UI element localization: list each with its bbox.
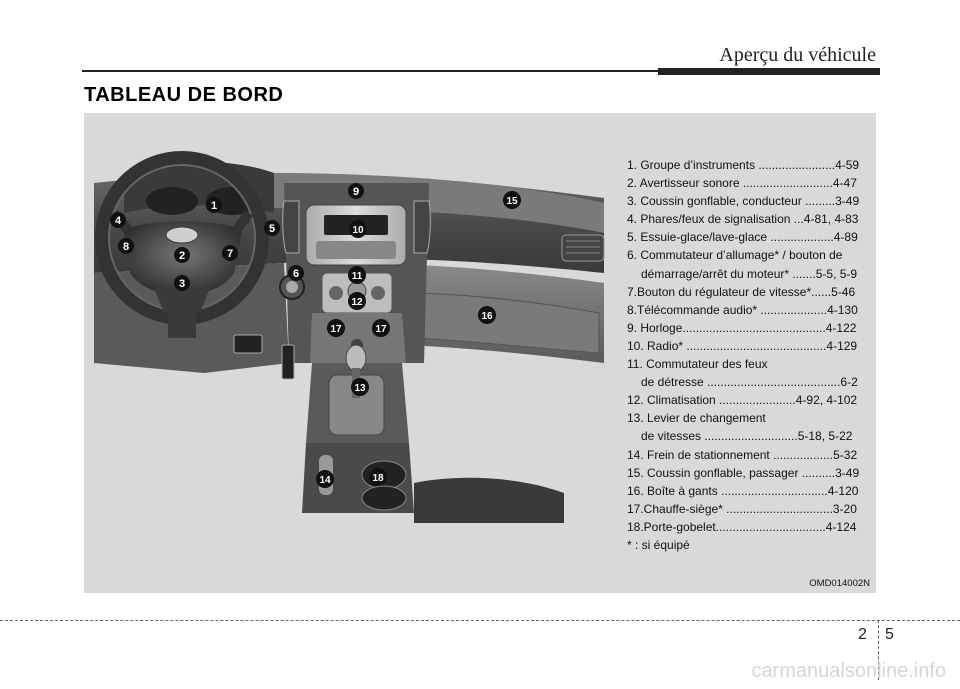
- callout-2: 2: [174, 247, 190, 263]
- legend-item-text: 12. Climatisation ......................…: [627, 393, 858, 408]
- svg-text:4: 4: [115, 215, 122, 227]
- legend-item: 14. Frein de stationnement .............…: [627, 446, 867, 464]
- watermark: carmanualsonline.info: [751, 660, 946, 682]
- svg-text:11: 11: [352, 271, 363, 282]
- legend-item-text: 11. Commutateur des feux: [627, 357, 768, 372]
- header-rule: [82, 70, 658, 72]
- callout-10: 10: [349, 220, 367, 238]
- legend-item-continuation: démarrage/arrêt du moteur* .......5-5, 5…: [641, 266, 858, 281]
- svg-text:3: 3: [179, 278, 185, 290]
- callout-17-left: 17: [327, 319, 345, 337]
- legend-item-text: 2. Avertisseur sonore ..................…: [627, 176, 857, 191]
- section-header-title: Aperçu du véhicule: [719, 44, 876, 66]
- legend-item-text: 18.Porte-gobelet........................…: [627, 519, 857, 534]
- legend-item: 13. Levier de changement de vitesses ....…: [627, 409, 867, 445]
- legend-item-text: 8.Télécommande audio* ..................…: [627, 302, 858, 317]
- svg-text:2: 2: [179, 250, 185, 262]
- svg-text:7: 7: [227, 248, 233, 260]
- legend-item-continuation: de vitesses ............................…: [641, 429, 853, 444]
- svg-text:17: 17: [330, 324, 342, 335]
- callout-17-right: 17: [372, 319, 390, 337]
- callout-4: 4: [110, 212, 126, 228]
- legend-item-text: 13. Levier de changement: [627, 411, 766, 426]
- page-title: TABLEAU DE BORD: [84, 84, 284, 106]
- legend-item: 3. Coussin gonflable, conducteur .......…: [627, 192, 867, 210]
- callout-11: 11: [348, 266, 366, 284]
- svg-text:12: 12: [351, 297, 363, 308]
- callout-13: 13: [351, 378, 369, 396]
- legend-item-continuation: de détresse ............................…: [641, 375, 858, 390]
- callout-9: 9: [348, 183, 364, 199]
- callout-8: 8: [118, 238, 134, 254]
- svg-text:6: 6: [293, 268, 299, 280]
- callout-6: 6: [288, 265, 304, 281]
- legend-item: 15. Coussin gonflable, passager ........…: [627, 464, 867, 482]
- legend-item-text: 14. Frein de stationnement .............…: [627, 447, 858, 462]
- callout-14: 14: [316, 470, 334, 488]
- svg-text:15: 15: [506, 196, 518, 207]
- legend-item-text: 6. Commutateur d’allumage* / bouton de: [627, 248, 843, 263]
- svg-text:8: 8: [123, 241, 129, 253]
- callout-5: 5: [264, 220, 280, 236]
- callout-1: 1: [206, 197, 222, 213]
- callout-15: 15: [503, 191, 521, 209]
- legend-item: 17.Chauffe-siège* ......................…: [627, 500, 867, 518]
- legend-item: 18.Porte-gobelet........................…: [627, 518, 867, 536]
- svg-text:10: 10: [352, 225, 364, 236]
- legend-item: 7.Bouton du régulateur de vitesse*......…: [627, 283, 867, 301]
- legend-item-text: 4. Phares/feux de signalisation ...4-81,…: [627, 212, 859, 227]
- svg-text:9: 9: [353, 186, 359, 198]
- figure-code: OMD014002N: [809, 578, 870, 589]
- svg-text:17: 17: [375, 324, 387, 335]
- legend-item: 12. Climatisation ......................…: [627, 391, 867, 409]
- legend-item: 10. Radio* .............................…: [627, 337, 867, 355]
- svg-text:18: 18: [372, 473, 384, 484]
- svg-text:14: 14: [319, 475, 331, 486]
- legend-item: 8.Télécommande audio* ..................…: [627, 301, 867, 319]
- legend-item-text: 5. Essuie-glace/lave-glace .............…: [627, 230, 858, 245]
- callout-7: 7: [222, 245, 238, 261]
- dashboard-illustration: 1 2 3 4 5 6 7 8 9 10 11 12 13 14 15 16 1…: [84, 113, 614, 523]
- footer-rule: [0, 620, 960, 621]
- callout-16: 16: [478, 306, 496, 324]
- legend-item-text: 15. Coussin gonflable, passager ........…: [627, 465, 860, 480]
- svg-text:5: 5: [269, 223, 275, 235]
- legend-item: 1. Groupe d’instruments ................…: [627, 156, 867, 174]
- chapter-number: 2: [858, 626, 867, 643]
- legend-item: 16. Boîte à gants ......................…: [627, 482, 867, 500]
- legend-item-text: 17.Chauffe-siège* ......................…: [627, 501, 857, 516]
- legend-item-text: 7.Bouton du régulateur de vitesse*......…: [627, 284, 856, 299]
- svg-text:16: 16: [481, 311, 493, 322]
- callout-18: 18: [369, 468, 387, 486]
- legend-item-text: 3. Coussin gonflable, conducteur .......…: [627, 194, 860, 209]
- footer-divider: [878, 620, 879, 680]
- legend-item: 6. Commutateur d’allumage* / bouton de dé…: [627, 246, 867, 282]
- legend-list: 1. Groupe d’instruments ................…: [627, 156, 867, 554]
- legend-item: 9. Horloge..............................…: [627, 319, 867, 337]
- legend-item: 5. Essuie-glace/lave-glace .............…: [627, 228, 867, 246]
- legend-item: 4. Phares/feux de signalisation ...4-81,…: [627, 210, 867, 228]
- svg-text:13: 13: [354, 383, 366, 394]
- page-number: 5: [885, 626, 894, 643]
- callout-3: 3: [174, 275, 190, 291]
- legend-item-text: 9. Horloge..............................…: [627, 320, 857, 335]
- legend-item-text: 10. Radio* .............................…: [627, 338, 858, 353]
- svg-text:1: 1: [211, 200, 217, 212]
- legend-item-text: 1. Groupe d’instruments ................…: [627, 158, 860, 172]
- legend-item-text: 16. Boîte à gants ......................…: [627, 483, 859, 498]
- legend-item: 2. Avertisseur sonore ..................…: [627, 174, 867, 192]
- legend-footnote: * : si équipé: [627, 537, 690, 552]
- header-bar: [658, 68, 880, 75]
- callout-12: 12: [348, 292, 366, 310]
- legend-item: 11. Commutateur des feux de détresse ....…: [627, 355, 867, 391]
